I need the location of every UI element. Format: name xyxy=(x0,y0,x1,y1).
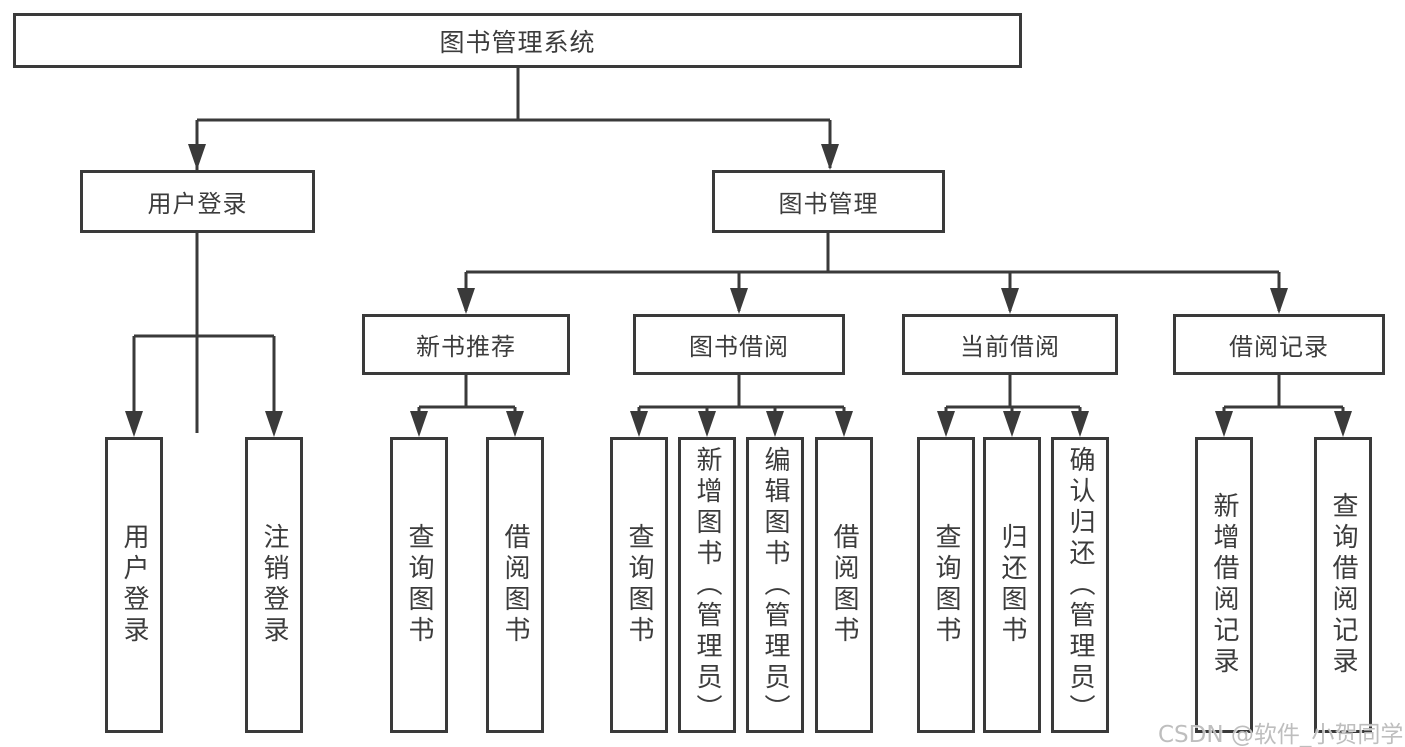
leaf-label: 查询图书 xyxy=(404,523,434,647)
node-label: 图书借阅 xyxy=(689,333,789,361)
leaf-query-book-borrow: 查询图书 xyxy=(610,437,668,733)
leaf-query-borrow-record: 查询借阅记录 xyxy=(1314,437,1372,733)
connector-borrow-to-leaves xyxy=(637,375,846,433)
leaf-logout: 注销登录 xyxy=(245,437,303,733)
node-label: 图书管理系统 xyxy=(439,27,596,57)
leaf-query-book-newbook: 查询图书 xyxy=(390,437,448,733)
leaf-label: 确认归还（管理员） xyxy=(1065,445,1095,725)
connector-newbook-to-leaves xyxy=(417,375,517,433)
arrowhead xyxy=(1071,411,1089,437)
arrowhead xyxy=(766,411,784,437)
arrowhead xyxy=(698,411,716,437)
leaf-label: 编辑图书（管理员） xyxy=(760,445,790,725)
leaf-label: 借阅图书 xyxy=(500,523,530,647)
leaf-label: 用户登录 xyxy=(119,523,149,647)
arrowhead xyxy=(1215,411,1233,437)
connector-lines xyxy=(132,68,1345,433)
watermark: CSDN @软件_小贺同学 xyxy=(1158,722,1404,747)
arrowhead xyxy=(937,411,955,437)
leaf-label: 注销登录 xyxy=(259,523,289,647)
connector-record-to-leaves xyxy=(1222,375,1345,433)
leaf-return-book: 归还图书 xyxy=(983,437,1041,733)
arrowhead xyxy=(410,411,428,437)
leaf-user-login: 用户登录 xyxy=(105,437,163,733)
leaf-query-book-current: 查询图书 xyxy=(917,437,975,733)
arrowhead xyxy=(630,411,648,437)
leaf-borrow-book-borrow: 借阅图书 xyxy=(815,437,873,733)
arrowhead xyxy=(265,411,283,437)
node-book-borrowing: 图书借阅 xyxy=(633,314,845,375)
node-library-management-system: 图书管理系统 xyxy=(13,13,1022,68)
node-current-borrowing: 当前借阅 xyxy=(902,314,1118,375)
leaf-edit-book-admin: 编辑图书（管理员） xyxy=(746,437,804,733)
leaf-label: 查询图书 xyxy=(931,523,961,647)
leaf-label: 新增图书（管理员） xyxy=(692,445,722,725)
arrowhead xyxy=(188,144,206,170)
arrowhead xyxy=(457,288,475,314)
arrowhead xyxy=(730,288,748,314)
node-label: 新书推荐 xyxy=(416,333,516,361)
node-new-book-recommend: 新书推荐 xyxy=(362,314,570,375)
node-borrowing-records: 借阅记录 xyxy=(1173,314,1385,375)
arrowhead xyxy=(1334,411,1352,437)
leaf-confirm-return-admin: 确认归还（管理员） xyxy=(1051,437,1109,733)
node-label: 图书管理 xyxy=(778,190,879,218)
leaf-label: 新增借阅记录 xyxy=(1209,492,1239,678)
node-label: 用户登录 xyxy=(147,190,248,218)
arrowhead xyxy=(125,411,143,437)
connector-bookmgmt-to-level3 xyxy=(464,233,1281,311)
leaf-add-book-admin: 新增图书（管理员） xyxy=(678,437,736,733)
leaf-label: 查询借阅记录 xyxy=(1328,492,1358,678)
arrowhead xyxy=(1270,288,1288,314)
node-label: 当前借阅 xyxy=(960,333,1060,361)
arrowhead xyxy=(1001,288,1019,314)
leaf-label: 借阅图书 xyxy=(829,523,859,647)
arrowhead xyxy=(835,411,853,437)
arrowhead xyxy=(821,144,839,170)
connector-userlogin-to-leaves xyxy=(132,233,276,433)
node-user-login-module: 用户登录 xyxy=(80,170,315,233)
arrowhead xyxy=(506,411,524,437)
node-book-management-module: 图书管理 xyxy=(712,170,945,233)
arrowhead xyxy=(1003,411,1021,437)
connector-current-to-leaves xyxy=(944,375,1082,433)
connector-root-to-level2 xyxy=(195,68,832,433)
leaf-label: 归还图书 xyxy=(997,523,1027,647)
leaf-label: 查询图书 xyxy=(624,523,654,647)
node-label: 借阅记录 xyxy=(1229,333,1329,361)
leaf-borrow-book-newbook: 借阅图书 xyxy=(486,437,544,733)
leaf-add-borrow-record: 新增借阅记录 xyxy=(1195,437,1253,733)
